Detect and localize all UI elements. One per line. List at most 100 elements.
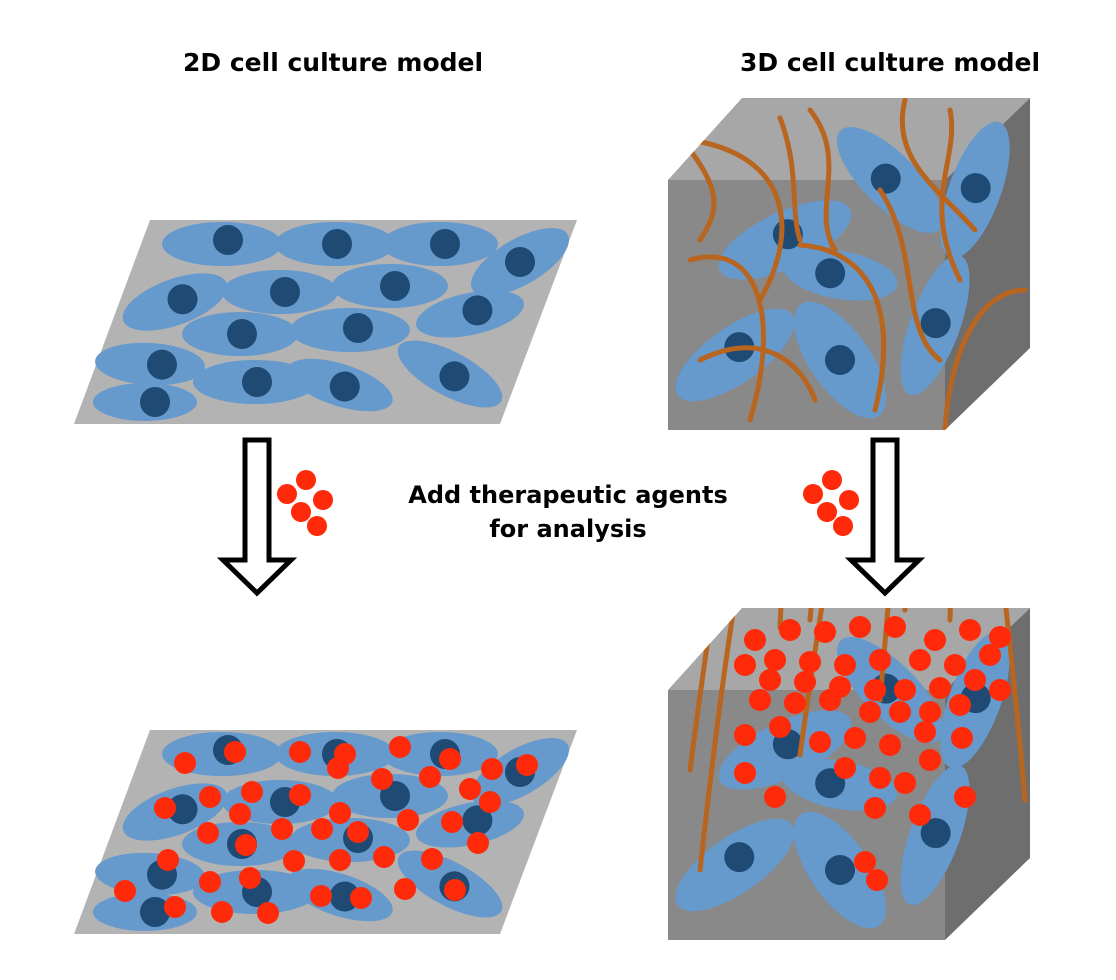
agent-particle [197,822,219,844]
title-2d-model: 2D cell culture model [183,48,484,77]
fiber [797,242,887,413]
fiber [939,107,963,283]
cell [836,126,944,234]
agent-particle [909,804,931,826]
agent-particle [839,490,859,510]
agent-particle [799,651,821,673]
fiber [777,115,803,243]
agent-particle [964,669,986,691]
fiber [807,107,838,253]
cell [382,222,498,266]
fiber [697,608,818,873]
red-particle-cluster-icon [277,470,333,536]
agent-particle [371,768,393,790]
cell-nucleus [825,345,855,375]
cell-nucleus [870,163,901,194]
cell [275,222,395,266]
add-agents-label-line1: Add therapeutic agents [408,481,728,509]
cell [675,818,795,912]
agent-particle [114,880,136,902]
agent-particle [844,727,866,749]
cell [162,222,282,266]
agent-particle [329,802,351,824]
add-agents-label: Add therapeutic agents for analysis [388,478,748,546]
agent-particle [350,887,372,909]
cell [793,301,887,419]
red-particle-cluster-icon [803,470,859,536]
agent-particle [516,754,538,776]
agent-particle [814,621,836,643]
cell-nucleus [167,794,198,825]
agent-particle [421,848,443,870]
agent-particle [289,784,311,806]
agent-particle [849,616,871,638]
agent-particle [164,896,186,918]
cell-nucleus [380,271,410,301]
agent-particle [444,879,466,901]
agent-particle [989,679,1011,701]
cell-nucleus [920,308,951,339]
agent-particle [834,757,856,779]
agent-particle [817,502,837,522]
agent-particle [174,752,196,774]
agent-particle [822,470,842,490]
agent-particle [271,818,293,840]
agent-particle [959,619,981,641]
agent-particle [784,692,806,714]
fiber [899,98,978,233]
agent-particle [769,716,791,738]
2d-culture-plate-treated [74,730,577,934]
agent-particle [310,885,332,907]
agent-particle [734,654,756,676]
agent-particle [764,786,786,808]
fiber [877,187,943,363]
agent-particle [894,772,916,794]
agent-particle [834,654,856,676]
cell-nucleus [140,387,170,417]
cell [290,308,410,352]
agent-particle [157,849,179,871]
agent-particle [277,484,297,504]
cell-nucleus [815,258,846,289]
agent-particle [989,626,1011,648]
cell [940,121,1010,259]
cell-nucleus [439,361,470,392]
agent-particle [864,679,886,701]
cell-nucleus [825,855,855,885]
cell [222,270,338,314]
cell-nucleus [724,842,755,873]
cell-nucleus [960,173,991,204]
agent-particle [154,797,176,819]
process-arrows [216,437,926,597]
fiber [697,345,818,403]
agent-particle [241,781,263,803]
agent-particle [779,619,801,641]
fiber [942,287,1028,430]
cell-nucleus [213,225,243,255]
agent-particle [307,516,327,536]
cell-nucleus [270,277,300,307]
agent-particle [794,671,816,693]
agent-particle [859,701,881,723]
cell [471,228,569,296]
cell [793,811,887,929]
fiber [942,608,1028,803]
cell-nucleus [329,371,360,402]
agent-particle [869,649,891,671]
agent-particle [211,901,233,923]
cell-nucleus [167,284,198,315]
agent-particle [283,850,305,872]
cell [122,273,228,331]
cell-nucleus [505,247,535,277]
agent-particle [459,778,481,800]
fiber [687,254,766,423]
cube-contents [675,98,1028,430]
agent-particle [229,803,251,825]
agent-particle [951,727,973,749]
cell [416,290,524,338]
fiber [687,147,717,243]
agent-particle [289,741,311,763]
agent-particle [819,689,841,711]
agent-particle [224,741,246,763]
agent-particle [869,767,891,789]
